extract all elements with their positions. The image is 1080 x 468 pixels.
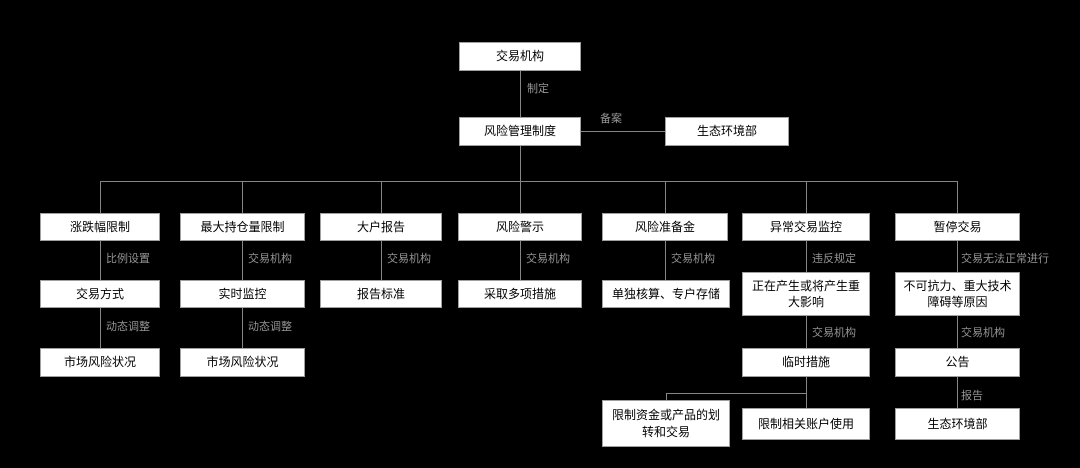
edge-label-report: 报告 [961,390,983,402]
edge-label-ratio-setting: 比例设置 [106,253,150,265]
edge-label-violate-rules: 违反规定 [812,253,856,265]
node-multiple-measures: 采取多项措施 [458,280,582,308]
connector-impact-tempmeasures [806,316,807,348]
node-risk-reserve: 风险准备金 [602,213,728,241]
connector-branch-1 [100,181,101,213]
connector-report-standard [381,241,382,280]
connector-tempmeasures-split [666,393,806,394]
node-report-standard: 报告标准 [320,280,442,308]
node-max-position-limit: 最大持仓量限制 [180,213,305,241]
connector-tempmeasures-down [806,377,807,393]
node-trade-method: 交易方式 [40,280,160,308]
connector-reserve-accounting [665,241,666,280]
connector-pricelimit-trademethod [100,241,101,280]
node-force-majeure: 不可抗力、重大技术障碍等原因 [895,272,1020,316]
connector-branch-7 [957,181,958,213]
edge-label-dynamic-adjust-1: 动态调整 [106,321,150,333]
node-market-risk-status-2: 市场风险状况 [180,348,305,377]
connector-forcemajeure-announcement [957,316,958,348]
edge-label-trade-org-5: 交易机构 [812,327,856,339]
edge-label-trade-org-3: 交易机构 [526,253,570,265]
connector-warning-measures [520,241,521,280]
node-eco-environment-top: 生态环境部 [665,117,789,146]
connector-suspend-forcemajeure [957,241,958,272]
connector-branch-6 [806,181,807,213]
edge-label-trade-org-2: 交易机构 [387,253,431,265]
connector-abnormal-impact [806,241,807,272]
node-separate-accounting: 单独核算、专户存储 [602,280,730,308]
edge-label-cannot-trade: 交易无法正常进行 [961,253,1049,265]
connector-trademethod-marketrisk [100,308,101,348]
edge-label-trade-org-1: 交易机构 [248,253,292,265]
connector-riskmgmt-trunk [520,146,521,181]
node-price-limit: 涨跌幅限制 [40,213,160,241]
edge-label-formulate: 制定 [527,83,549,95]
connector-branch-4 [520,181,521,213]
connector-filing [581,131,665,132]
edge-label-dynamic-adjust-2: 动态调整 [248,321,292,333]
node-announcement: 公告 [895,348,1020,377]
node-eco-environment-bottom: 生态环境部 [895,408,1020,440]
connector-trunk [100,181,957,182]
node-large-holder-report: 大户报告 [320,213,442,241]
node-major-impact: 正在产生或将产生重大影响 [742,272,870,316]
connector-branch-5 [665,181,666,213]
node-restrict-account: 限制相关账户使用 [742,408,870,440]
edge-label-trade-org-4: 交易机构 [671,253,715,265]
node-market-risk-status-1: 市场风险状况 [40,348,160,377]
node-suspend-trading: 暂停交易 [895,213,1020,241]
connector-monitor-marketrisk [242,308,243,348]
edge-label-trade-org-6: 交易机构 [961,327,1005,339]
node-risk-management-system: 风险管理制度 [459,117,581,146]
node-abnormal-trade-monitor: 异常交易监控 [742,213,870,241]
connector-branch-3 [381,181,382,213]
connector-announcement-eco [957,377,958,408]
node-restrict-transfer: 限制资金或产品的划转和交易 [602,400,730,447]
edge-label-filing: 备案 [600,113,622,125]
node-risk-warning: 风险警示 [458,213,582,241]
node-trading-institution: 交易机构 [459,42,581,71]
connector-formulate [520,71,521,117]
connector-branch-2 [242,181,243,213]
node-realtime-monitor: 实时监控 [180,280,305,308]
connector-split-transfer [666,393,667,400]
node-temporary-measures: 临时措施 [742,348,870,377]
connector-split-account [806,393,807,408]
connector-maxposition-monitor [242,241,243,280]
